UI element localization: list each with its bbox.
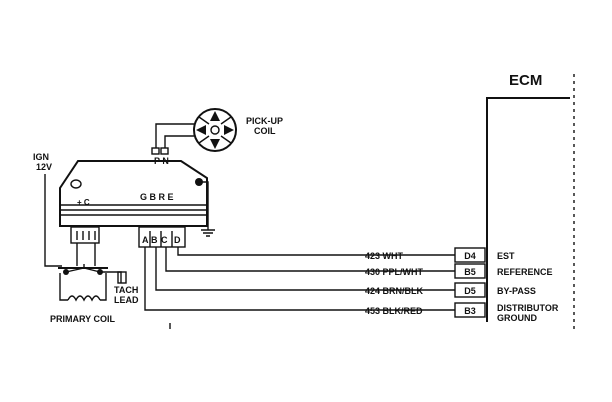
pin-box-reference bbox=[454, 263, 486, 279]
function-bypass: BY-PASS bbox=[497, 286, 536, 296]
ign-label-line2: 12V bbox=[36, 162, 52, 172]
ecm-outline bbox=[486, 97, 570, 322]
tach-lead-label-line1: TACH bbox=[114, 285, 138, 295]
primary-coil-label: PRIMARY COIL bbox=[50, 314, 116, 324]
pickup-coil-label-line2: COIL bbox=[254, 126, 276, 136]
ign-label-line1: IGN bbox=[33, 152, 49, 162]
coil-leads bbox=[76, 243, 96, 266]
plus-c-label: + C bbox=[77, 198, 90, 207]
pin-label-bypass: D5 bbox=[464, 286, 476, 296]
pin-label-ground: B3 bbox=[464, 306, 476, 316]
pickup-lead-p bbox=[155, 123, 194, 148]
ignition-feed-wire bbox=[44, 174, 62, 267]
pin-box-est bbox=[454, 247, 486, 263]
pin-label-est: D4 bbox=[464, 251, 476, 261]
function-est: EST bbox=[497, 251, 515, 261]
function-reference: REFERENCE bbox=[497, 267, 553, 277]
terminal-c-label: C bbox=[161, 235, 168, 245]
terminal-a-label: A bbox=[142, 235, 149, 245]
wire-est bbox=[177, 247, 455, 256]
ecm-title: ECM bbox=[509, 72, 542, 89]
terminal-b-label: B bbox=[151, 235, 158, 245]
plus-c-connector bbox=[70, 226, 100, 244]
wire-ground bbox=[144, 247, 455, 311]
pin-label-reference: B5 bbox=[464, 267, 476, 277]
pickup-coil-label-line1: PICK-UP bbox=[246, 116, 283, 126]
abcd-connector bbox=[138, 226, 186, 248]
pin-box-ground bbox=[454, 302, 486, 318]
pin-box-bypass bbox=[454, 282, 486, 298]
top-terminals-label: G B R E bbox=[140, 192, 174, 202]
ignition-module bbox=[59, 160, 208, 227]
wire-label-est: 423 WHT bbox=[365, 251, 404, 261]
tach-lead-label-line2: LEAD bbox=[114, 295, 139, 305]
ground-wire bbox=[199, 181, 209, 230]
terminal-d-label: D bbox=[174, 235, 181, 245]
wire-bypass bbox=[155, 247, 455, 291]
wire-reference bbox=[165, 247, 455, 272]
pickup-lead-n bbox=[164, 135, 194, 148]
function-ground-line1: DISTRIBUTOR bbox=[497, 303, 559, 313]
tach-lead-terminal bbox=[117, 271, 127, 284]
terminal-n bbox=[160, 147, 169, 155]
wire-label-reference: 430 PPL/WHT bbox=[365, 267, 424, 277]
pickup-coil bbox=[193, 108, 237, 152]
terminal-p bbox=[151, 147, 160, 155]
ground-icon bbox=[201, 229, 215, 237]
wire-label-bypass: 424 BRN/BLK bbox=[365, 286, 424, 296]
primary-coil-symbol bbox=[58, 264, 122, 302]
function-ground-line2: GROUND bbox=[497, 313, 537, 323]
wire-label-ground: 453 BLK/RED bbox=[365, 306, 423, 316]
